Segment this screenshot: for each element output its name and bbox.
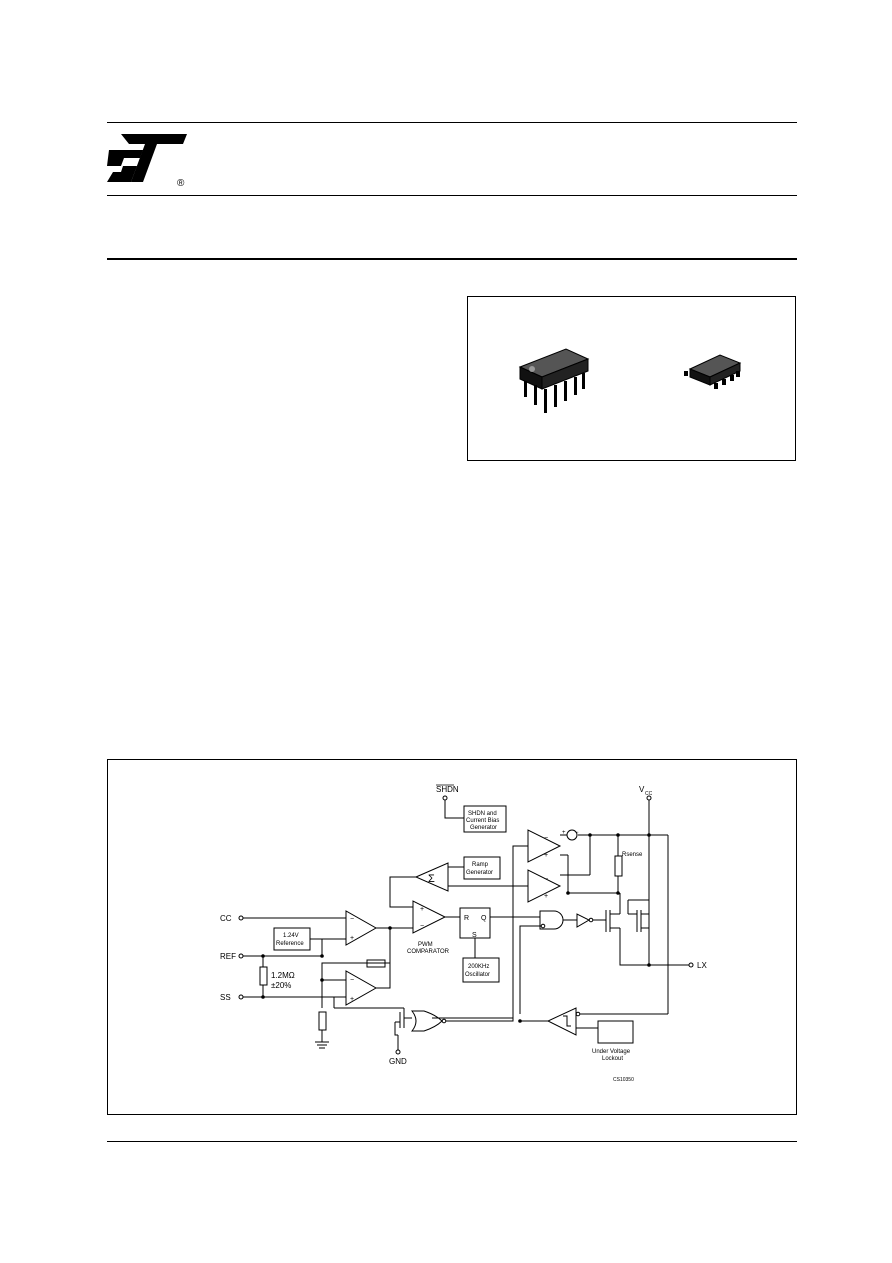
svg-text:Lockout: Lockout <box>602 1056 623 1062</box>
svg-text:Rsense: Rsense <box>622 852 643 858</box>
shdn-pin: SHDN <box>436 784 464 819</box>
current-sense-amp-bottom: − + <box>448 869 566 903</box>
svg-text:1.24V: 1.24V <box>283 933 299 939</box>
or-gate <box>410 1010 514 1032</box>
header-bottom-rule <box>107 258 797 260</box>
rs-flip-flop: R Q S <box>459 907 540 958</box>
st-logo: ® <box>107 130 189 189</box>
inverter-driver <box>576 913 606 928</box>
svg-text:−: − <box>420 923 424 930</box>
svg-text:REF: REF <box>220 952 236 961</box>
uvlo-block: Under Voltage Lockout <box>592 1020 634 1062</box>
svg-text:S: S <box>472 932 477 939</box>
svg-text:CC: CC <box>645 791 653 797</box>
svg-text:CC: CC <box>220 914 232 923</box>
header-top-rule <box>107 122 797 123</box>
reference-block: 1.24V Reference <box>273 927 323 956</box>
svg-text:+: + <box>544 852 548 859</box>
oscillator-block: 200KHz Oscillator <box>462 957 500 983</box>
svg-text:SS: SS <box>220 993 231 1002</box>
svg-text:Reference: Reference <box>276 941 304 947</box>
svg-text:−: − <box>350 977 354 984</box>
svg-text:+: + <box>350 996 354 1003</box>
svg-text:+: + <box>562 830 566 836</box>
resistor-1-2m: 1.2MΩ ±20% <box>259 956 295 997</box>
ss-pin: SS <box>220 993 346 1002</box>
svg-text:V: V <box>639 785 645 794</box>
svg-text:Q: Q <box>481 915 487 922</box>
svg-text:COMPARATOR: COMPARATOR <box>407 949 450 955</box>
uvlo-comparator <box>520 1007 668 1036</box>
svg-text:Current Bias: Current Bias <box>466 818 499 824</box>
rsense-resistor: Rsense <box>560 835 643 894</box>
svg-text:LX: LX <box>697 961 707 970</box>
error-amplifier: − + <box>345 910 413 964</box>
svg-text:200KHz: 200KHz <box>468 964 489 970</box>
shdn-bias-generator-block: SHDN and Current Bias Generator <box>463 805 507 833</box>
svg-text:1.2MΩ: 1.2MΩ <box>271 971 295 980</box>
so8-package-icon <box>684 354 742 389</box>
figure-code: CS10350 <box>613 1077 634 1083</box>
vcc-pin: V CC <box>639 785 653 835</box>
gnd-switch: GND <box>389 1008 412 1066</box>
junction-dots <box>261 833 651 1023</box>
footer-rule <box>107 1141 797 1142</box>
block-diagram: SHDN SHDN and Current Bias Generator V C… <box>107 759 797 1115</box>
current-sense-amp-top: − + + − <box>512 829 579 1018</box>
svg-text:Oscillator: Oscillator <box>465 972 490 978</box>
soft-start-amplifier: − + <box>315 959 404 1049</box>
svg-text:Σ: Σ <box>428 873 435 885</box>
pwm-comparator: + − PWM COMPARATOR <box>407 900 460 955</box>
svg-text:PWM: PWM <box>418 942 433 948</box>
svg-text:SHDN and: SHDN and <box>468 811 497 817</box>
dip8-package-icon <box>518 348 590 413</box>
header-mid-rule <box>107 195 797 196</box>
svg-text:Generator: Generator <box>470 825 497 831</box>
power-mosfets <box>605 893 650 966</box>
cc-pin: CC <box>220 914 346 923</box>
svg-text:SHDN: SHDN <box>436 785 459 794</box>
svg-text:−: − <box>350 916 354 923</box>
svg-text:+: + <box>350 935 354 942</box>
and-gate <box>519 910 577 1014</box>
svg-text:R: R <box>464 915 469 922</box>
svg-text:Generator: Generator <box>466 870 493 876</box>
ref-pin: REF <box>220 938 346 961</box>
svg-text:Under Voltage: Under Voltage <box>592 1049 631 1055</box>
svg-text:±20%: ±20% <box>271 981 291 990</box>
registered-mark: ® <box>177 178 185 188</box>
summing-block: Σ <box>389 862 464 908</box>
ramp-generator-block: Ramp Generator <box>463 856 501 880</box>
svg-text:−: − <box>575 830 579 836</box>
svg-text:+: + <box>420 906 424 913</box>
svg-text:GND: GND <box>389 1057 407 1066</box>
package-box <box>467 296 796 461</box>
svg-text:−: − <box>544 835 548 842</box>
lx-pin: LX <box>649 961 707 970</box>
svg-text:+: + <box>544 893 548 900</box>
svg-text:Ramp: Ramp <box>472 862 489 868</box>
svg-text:−: − <box>544 876 548 883</box>
